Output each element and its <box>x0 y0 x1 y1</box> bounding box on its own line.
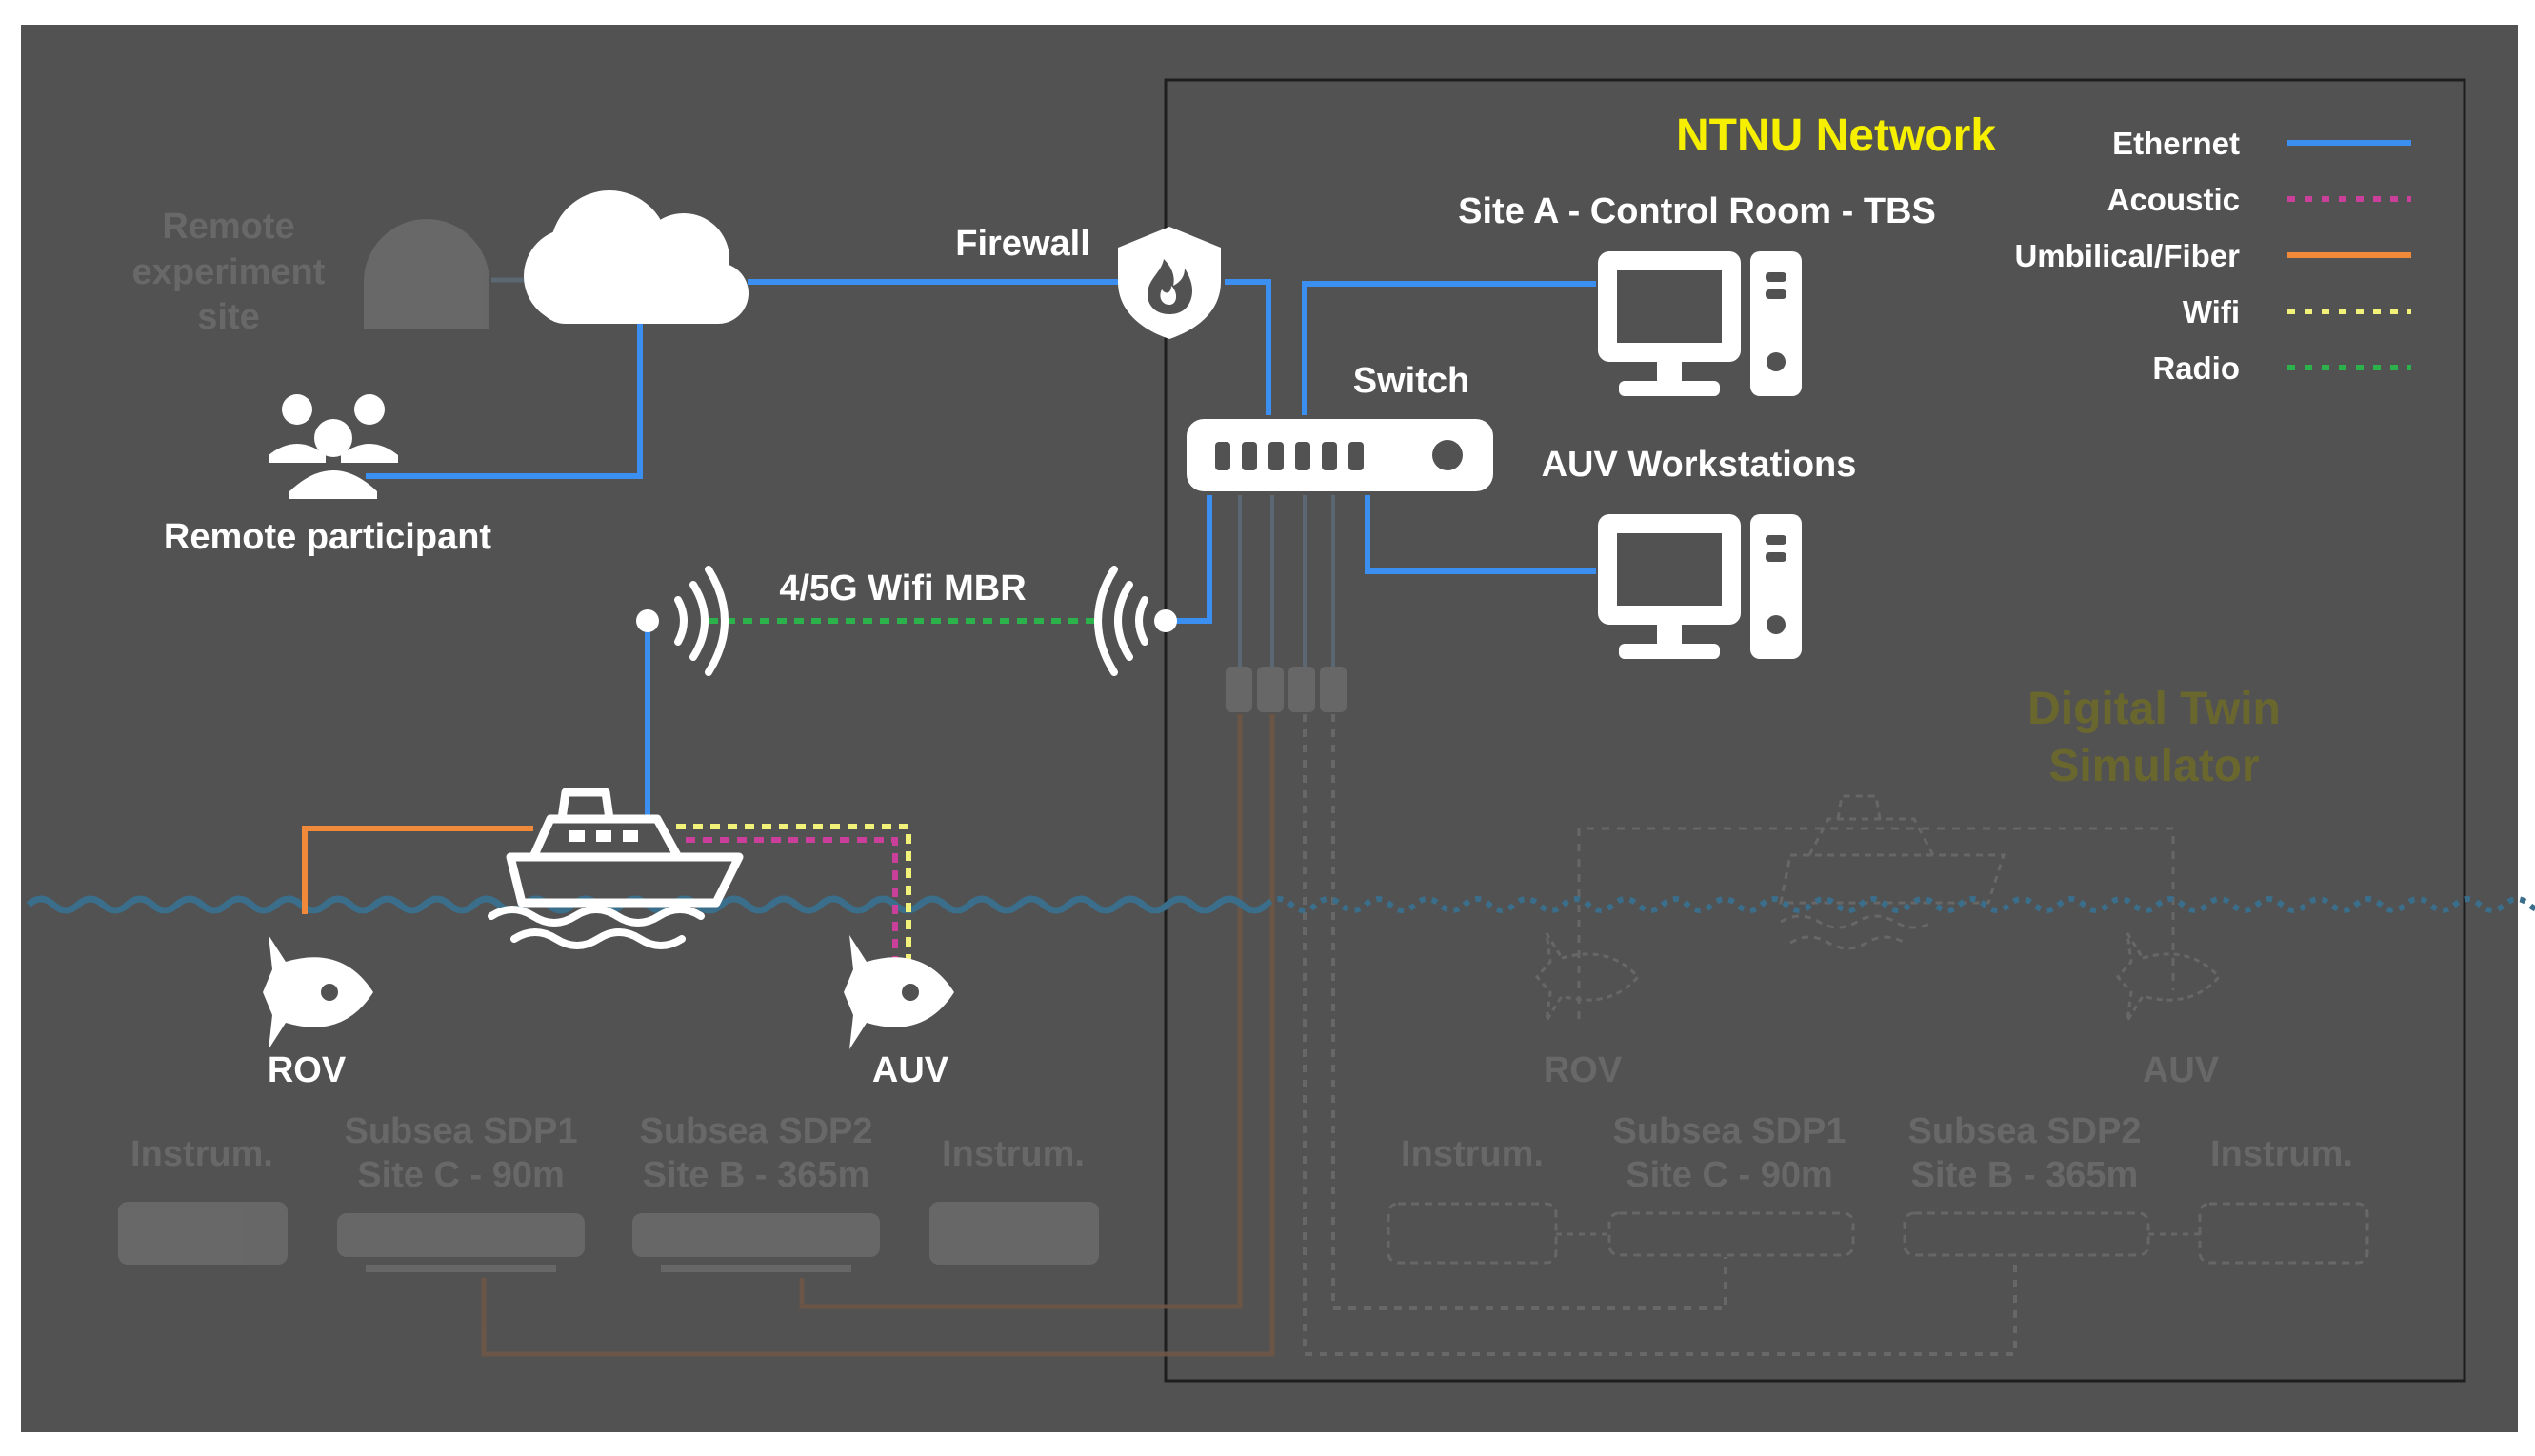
auv-label: AUV <box>872 1050 949 1090</box>
remote-site-label-3: site <box>197 297 259 337</box>
cable-sdp2 <box>799 714 1243 1309</box>
instrum-box-left-2 <box>929 1202 1099 1265</box>
cloud-icon <box>524 190 749 324</box>
subsea-left-1-l2: Site C - 90m <box>357 1155 565 1195</box>
link-switch-siteA <box>1302 281 1596 415</box>
link-firewall-switch <box>1225 279 1271 415</box>
remote-participant-label: Remote participant <box>164 517 492 557</box>
port-4 <box>1320 667 1347 712</box>
port-2 <box>1257 667 1284 712</box>
auv-rocket-icon <box>844 935 954 1049</box>
antenna-icon-ship <box>674 566 729 676</box>
twin-ship-icon <box>1779 794 2006 950</box>
igloo-icon <box>364 219 489 329</box>
water-surface-twin <box>1264 896 2535 913</box>
twin-links <box>1577 827 2175 1019</box>
port-3 <box>1288 667 1315 712</box>
legend-label: Ethernet <box>2112 126 2240 161</box>
twin-cable-sdp2 <box>1303 714 2017 1356</box>
link-switch-auvws <box>1365 495 1596 574</box>
people-icon <box>269 394 398 499</box>
faded-layer: Remote experiment site Digital Twin Simu… <box>118 207 2369 1357</box>
computer-icon <box>1598 514 1802 659</box>
sdp1-box-right <box>1607 1211 1855 1257</box>
subsea-left-1-l1: Subsea SDP1 <box>345 1111 578 1151</box>
ntnu-network-box <box>1164 78 2466 1383</box>
ship-icon <box>488 788 744 949</box>
link-cloud-participant <box>366 324 643 479</box>
instrum-box-right-1 <box>1387 1202 1558 1265</box>
link-switch-antenna <box>1166 495 1212 624</box>
subsea-left-2-l1: Subsea SDP2 <box>640 1111 873 1151</box>
legend-label: Wifi <box>2183 294 2240 329</box>
legend-label: Acoustic <box>2107 182 2240 217</box>
ntnu-network-title: NTNU Network <box>1676 110 1996 161</box>
auv-workstations-label: AUV Workstations <box>1542 445 1857 485</box>
subsea-right-0-l1: Instrum. <box>1401 1134 1544 1174</box>
antenna-dot-ship <box>636 609 659 632</box>
legend-label: Umbilical/Fiber <box>2014 238 2240 273</box>
switch-ports-lines <box>1238 495 1335 667</box>
rov-label: ROV <box>268 1050 347 1090</box>
twin-auv-label: AUV <box>2143 1050 2220 1090</box>
firewall-label: Firewall <box>955 224 1090 264</box>
antenna-icon-base <box>1094 566 1148 676</box>
firewall-shield-icon <box>1118 227 1221 339</box>
digital-twin-label-1: Digital Twin <box>2027 684 2281 734</box>
subsea-right-1-l1: Subsea SDP1 <box>1613 1111 1846 1151</box>
switch-label: Switch <box>1353 361 1469 401</box>
twin-rov-label: ROV <box>1544 1050 1623 1090</box>
acoustic-ship-auv <box>686 837 898 971</box>
twin-cable-sdp1 <box>1331 714 1727 1310</box>
subsea-left-2-l2: Site B - 365m <box>643 1155 870 1195</box>
remote-site-label-1: Remote <box>162 207 294 247</box>
ethernet-links <box>366 279 1596 819</box>
umbilical-ship-rov <box>302 826 533 914</box>
twin-rov-icon <box>1535 932 1641 1022</box>
switch-icon <box>1187 419 1493 491</box>
digital-twin-label-2: Simulator <box>2048 741 2259 791</box>
sdp1-base-left <box>366 1265 556 1272</box>
cable-sdp1 <box>481 714 1275 1357</box>
instrum-box-left-1 <box>118 1202 288 1265</box>
radio-link-label: 4/5G Wifi MBR <box>779 568 1026 608</box>
sdp2-base-left <box>661 1265 851 1272</box>
twin-auv-icon <box>2116 932 2222 1022</box>
antenna-dot-base <box>1154 609 1177 632</box>
wifi-ship-auv <box>676 824 911 971</box>
legend-label: Radio <box>2152 350 2240 386</box>
rov-rocket-icon <box>263 935 373 1049</box>
subsea-right-1-l2: Site C - 90m <box>1626 1155 1833 1195</box>
subsea-right-3-l1: Instrum. <box>2210 1134 2353 1174</box>
port-1 <box>1226 667 1252 712</box>
site-a-label: Site A - Control Room - TBS <box>1458 191 1936 231</box>
subsea-right-2-l1: Subsea SDP2 <box>1908 1111 2142 1151</box>
subsea-right-2-l2: Site B - 365m <box>1911 1155 2139 1195</box>
sdp2-box-right <box>1903 1211 2150 1257</box>
subsea-left-0-l1: Instrum. <box>130 1134 273 1174</box>
sdp2-box-left <box>632 1213 880 1257</box>
computer-icon <box>1598 251 1802 396</box>
sdp1-box-left <box>337 1213 585 1257</box>
remote-site-label-2: experiment <box>132 252 326 292</box>
subsea-left-3-l1: Instrum. <box>942 1134 1085 1174</box>
